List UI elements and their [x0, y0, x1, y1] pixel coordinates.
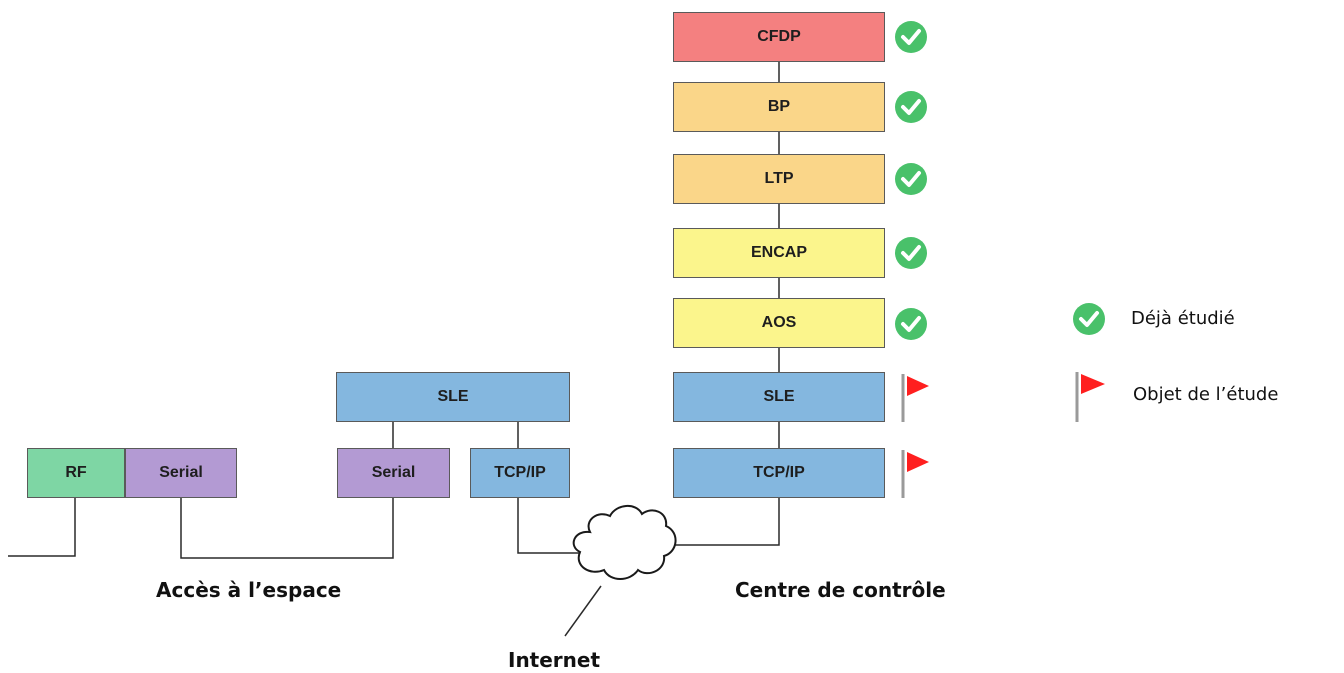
cfdp-box: CFDP: [673, 12, 885, 62]
ltp-label: LTP: [764, 170, 794, 187]
link-rf-out: [8, 498, 76, 557]
bp-box: BP: [673, 82, 885, 132]
ltp-box: LTP: [673, 154, 885, 204]
internet-caption: Internet: [508, 648, 601, 672]
sle-box-access: SLE: [336, 372, 570, 422]
rf-label: RF: [65, 464, 87, 481]
encap-label: ENCAP: [750, 244, 807, 261]
legend-study-object-label: Objet de l’étude: [1133, 384, 1279, 405]
serial-right-label: Serial: [371, 464, 416, 481]
cfdp-label: CFDP: [757, 28, 801, 45]
bp-label: BP: [767, 98, 791, 115]
link-serial-serial: [180, 498, 394, 559]
tcpip-control-label: TCP/IP: [753, 464, 805, 481]
sle-box-control: SLE: [673, 372, 885, 422]
rf-box: RF: [27, 448, 125, 498]
red-flag-icon: [1075, 372, 1105, 422]
legend-studied-label: Déjà étudié: [1131, 308, 1235, 329]
serial-box-left: Serial: [125, 448, 237, 498]
internet-cloud-icon: [572, 505, 677, 580]
sle-access-label: SLE: [437, 388, 469, 405]
aos-label: AOS: [761, 314, 797, 331]
sle-control-label: SLE: [763, 388, 795, 405]
aos-box: AOS: [673, 298, 885, 348]
encap-box: ENCAP: [673, 228, 885, 278]
serial-box-right: Serial: [337, 448, 450, 498]
link-tcpip-cloud-right: [672, 498, 780, 546]
space-access-caption: Accès à l’espace: [156, 578, 342, 602]
red-flag-icon: [901, 450, 929, 498]
link-tcpip-cloud-left: [517, 498, 580, 554]
serial-left-label: Serial: [159, 464, 203, 481]
control-center-caption: Centre de contrôle: [735, 578, 946, 602]
check-circle-icon: [895, 237, 927, 269]
check-circle-icon: [895, 163, 927, 195]
red-flag-icon: [901, 374, 929, 422]
internet-pointer-line: [564, 585, 602, 637]
check-circle-icon: [895, 91, 927, 123]
tcpip-access-label: TCP/IP: [494, 464, 546, 481]
check-circle-icon: [895, 21, 927, 53]
check-circle-icon: [1073, 303, 1105, 335]
tcpip-box-access: TCP/IP: [470, 448, 570, 498]
check-circle-icon: [895, 308, 927, 340]
tcpip-box-control: TCP/IP: [673, 448, 885, 498]
